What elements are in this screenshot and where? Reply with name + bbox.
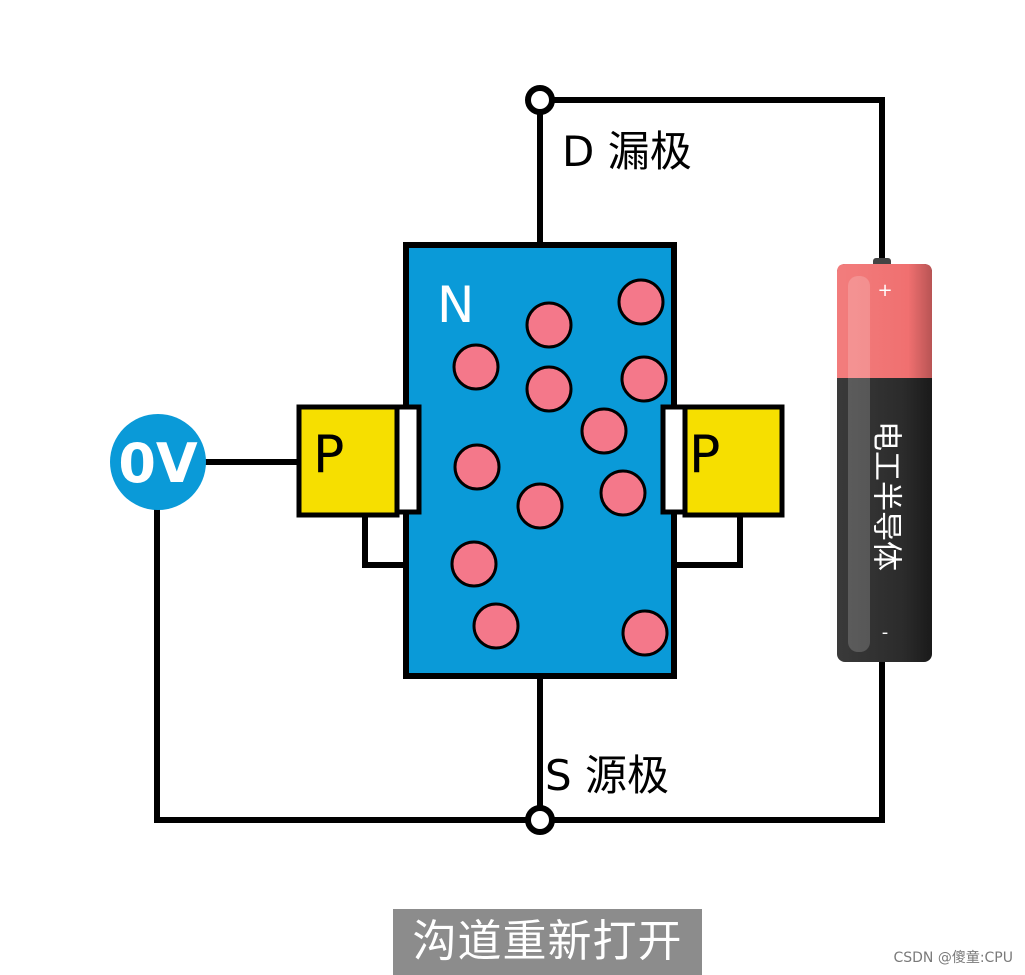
carrier-dot <box>453 443 501 491</box>
gate-right: P <box>660 404 785 518</box>
gate-voltage-badge: 0V <box>110 414 206 510</box>
battery-minus: - <box>882 622 889 643</box>
gate-bracket-left <box>362 512 405 568</box>
battery-plus: + <box>877 280 892 301</box>
drain-terminal <box>525 85 555 115</box>
gate-voltage-circle <box>110 414 206 510</box>
carrier-dot <box>617 278 665 326</box>
depletion-layer-left <box>394 404 422 515</box>
source-label: S 源极 <box>545 751 669 800</box>
carrier-dot <box>621 609 669 657</box>
jfet-circuit-diagram: N P P 0V D 漏极 S 源极 + - 电工半导体 <box>110 85 932 835</box>
wire-source-to-battery <box>552 662 885 823</box>
carrier-dot <box>450 540 498 588</box>
carrier-dot <box>452 343 500 391</box>
carriers <box>450 278 669 657</box>
gate-left: P <box>296 404 422 518</box>
carrier-dot <box>580 407 628 455</box>
battery-highlight <box>848 276 870 652</box>
battery: + - 电工半导体 <box>837 258 932 662</box>
battery-cap <box>837 264 932 378</box>
carrier-dot <box>525 365 573 413</box>
caption-banner: 沟道重新打开 <box>393 909 702 975</box>
carrier-dot <box>516 482 564 530</box>
wire-gate-to-source <box>154 508 528 823</box>
watermark: CSDN @傻童:CPU <box>893 950 1013 966</box>
carrier-dot <box>599 469 647 517</box>
gate-right-label: P <box>689 425 720 485</box>
carrier-dot <box>620 355 668 403</box>
gate-left-label: P <box>313 425 344 485</box>
wire-drain-to-battery <box>540 97 885 262</box>
battery-brand-text: 电工半导体 <box>869 421 904 571</box>
depletion-layer-right <box>660 404 688 515</box>
channel-type-label: N <box>437 276 474 334</box>
p-region-left <box>296 404 400 518</box>
gate-voltage-label: 0V <box>118 432 198 495</box>
carrier-dot <box>525 301 573 349</box>
carrier-dot <box>472 602 520 650</box>
source-terminal <box>525 805 555 835</box>
drain-label: D 漏极 <box>562 127 692 176</box>
wires <box>154 97 885 823</box>
gate-bracket-right <box>674 515 743 568</box>
p-region-right <box>682 404 785 518</box>
